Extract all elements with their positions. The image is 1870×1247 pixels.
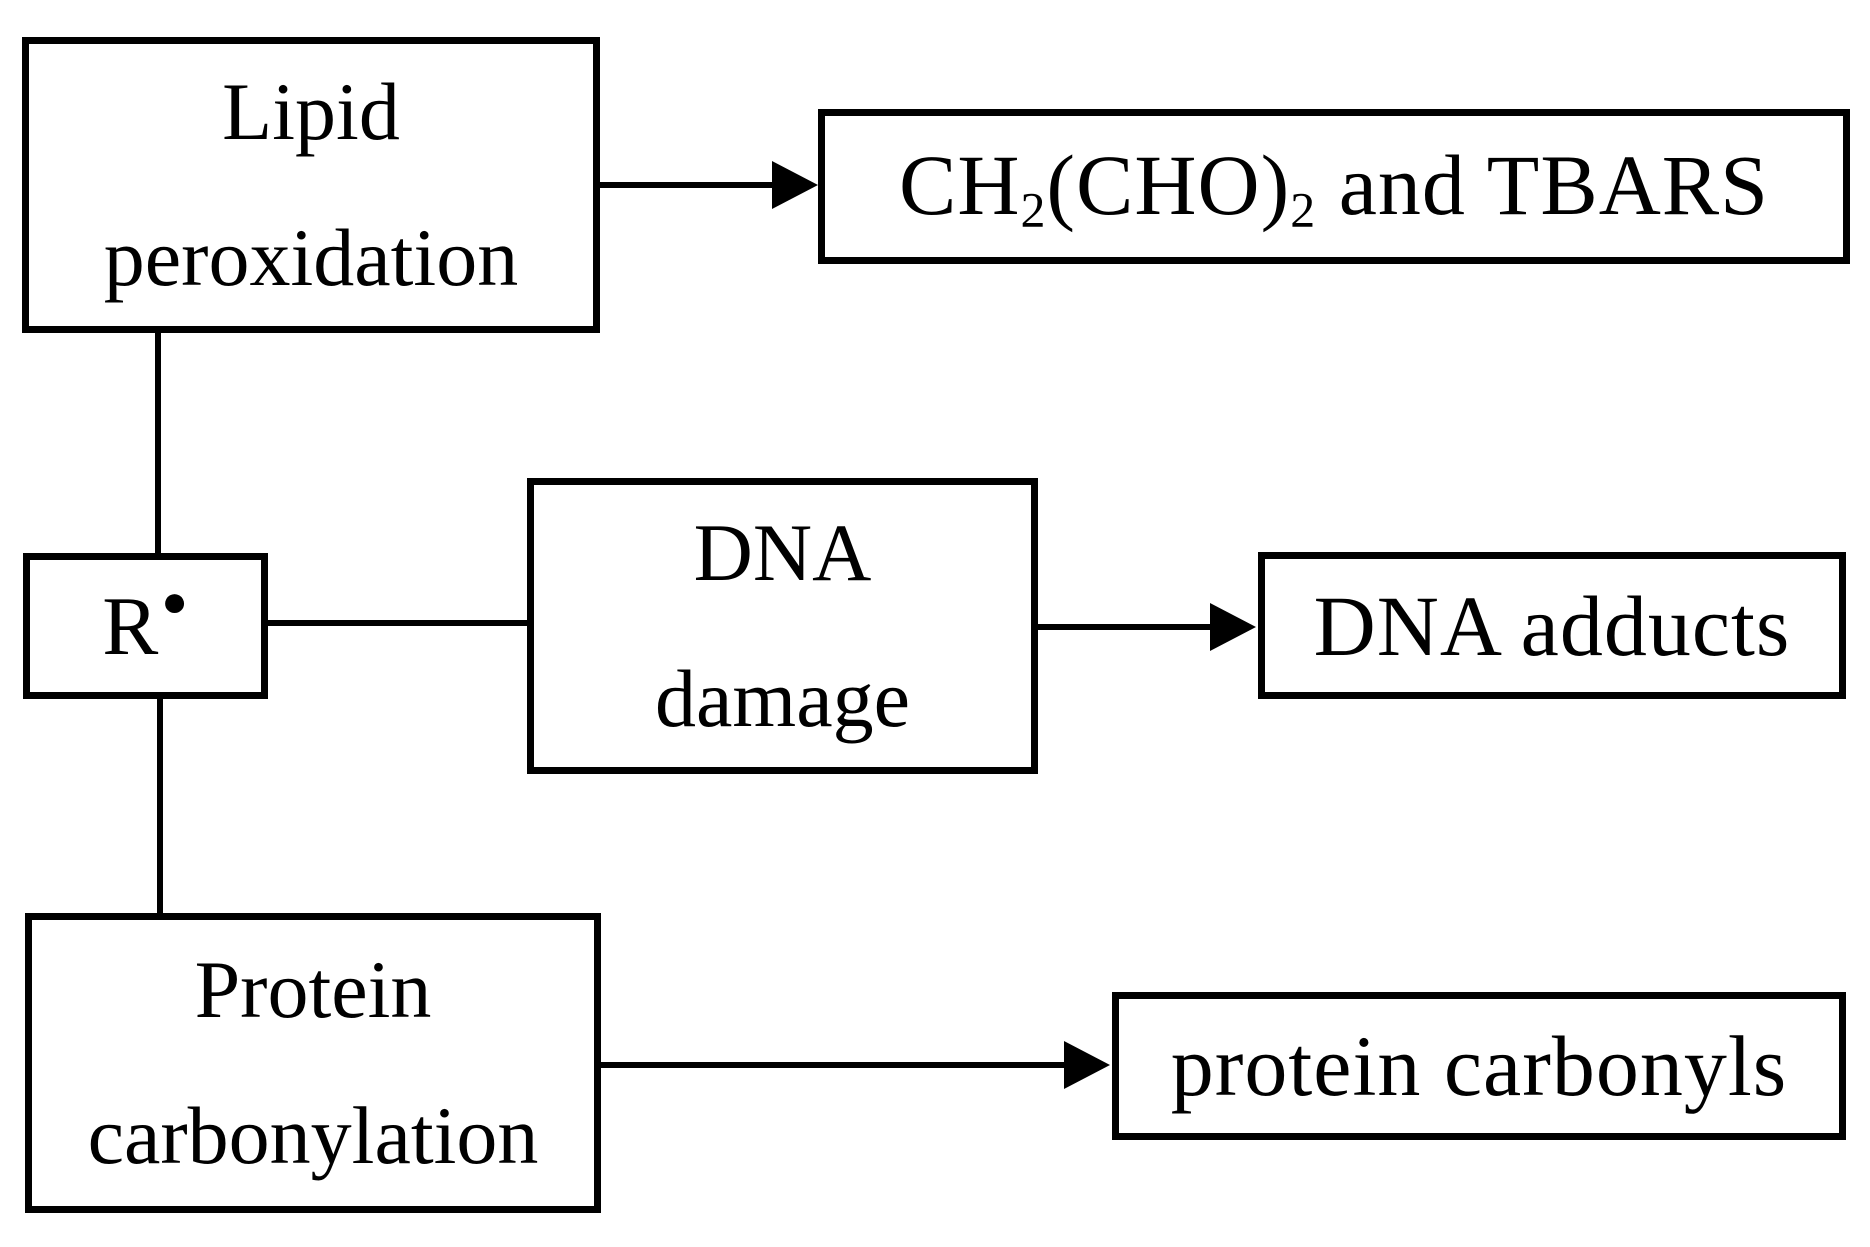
lipid-peroxidation-label-line2: peroxidation [103, 212, 519, 303]
dna-adducts-label: DNA adducts [1313, 577, 1791, 674]
connector-lipid-to-radical [155, 330, 161, 558]
protein-carbonyls-box: protein carbonyls [1112, 992, 1846, 1140]
radical-box: R● [23, 553, 268, 699]
lipid-peroxidation-box: Lipid peroxidation [22, 37, 600, 333]
lipid-peroxidation-label-line1: Lipid [222, 66, 400, 158]
arrow-head-lipid-to-mda [772, 161, 818, 209]
arrow-head-dna-damage-to-dna-adducts [1210, 603, 1256, 651]
arrow-line-lipid-to-mda [597, 182, 782, 188]
connector-radical-to-dna-damage [267, 620, 531, 626]
dna-adducts-box: DNA adducts [1258, 552, 1846, 699]
dna-damage-label-line2: damage [655, 653, 910, 744]
arrow-line-protein-to-carbonyls [597, 1062, 1071, 1068]
protein-carbonylation-label-line2: carbonylation [87, 1090, 539, 1181]
protein-carbonylation-label-line1: Protein [194, 944, 432, 1036]
radical-label: R● [102, 577, 189, 673]
protein-carbonyls-label: protein carbonyls [1170, 1018, 1788, 1114]
connector-radical-to-protein-carbonylation [157, 695, 163, 917]
protein-carbonylation-box: Protein carbonylation [25, 913, 601, 1213]
subscript-2: 2 [1020, 182, 1047, 238]
mda-tbars-box: CH2(CHO)2 and TBARS [818, 109, 1850, 264]
radical-dot: ● [161, 577, 189, 627]
arrow-line-dna-damage-to-dna-adducts [1037, 624, 1217, 630]
mda-tbars-label: CH2(CHO)2 and TBARS [898, 136, 1769, 238]
dna-damage-box: DNA damage [527, 478, 1038, 774]
dna-damage-label-line1: DNA [693, 507, 872, 599]
subscript-2: 2 [1290, 182, 1317, 238]
arrow-head-protein-to-carbonyls [1064, 1041, 1110, 1089]
